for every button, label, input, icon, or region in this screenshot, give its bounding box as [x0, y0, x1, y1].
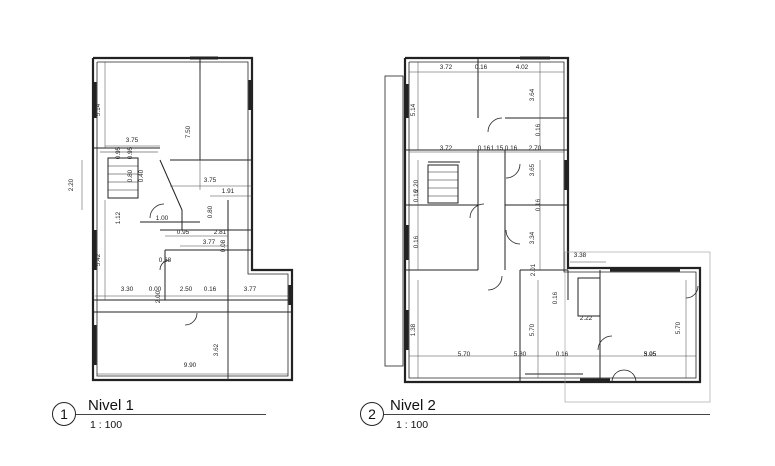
- dimension-label: 3.95: [644, 351, 657, 358]
- dimension-label: 3.38: [574, 252, 587, 259]
- dimension-label: 9.90: [184, 362, 197, 369]
- dimension-label: 2.20: [68, 178, 75, 191]
- dimension-label: 0.95: [177, 229, 190, 236]
- dimension-label: 2.70: [529, 145, 542, 152]
- dimension-label: 2.20: [413, 179, 420, 192]
- dimension-label: 0.16: [413, 235, 420, 248]
- view-number-tag: 2: [360, 402, 384, 426]
- dimension-label: 3.75: [126, 137, 139, 144]
- dimension-labels-nivel-1: 3.75 5.14 7.50 2.20 0.95 0.95 0.40 0.80 3.75 1.91…: [68, 103, 257, 369]
- dimension-label: 3.62: [213, 343, 220, 356]
- dimension-label: 3.75: [204, 177, 217, 184]
- dimension-label: 3.72: [440, 145, 453, 152]
- dimension-label: 0.16: [413, 189, 420, 202]
- floor-plan-nivel-1: [81, 56, 294, 382]
- dimension-label: 5.80: [514, 351, 527, 358]
- dimension-label: 0.16: [505, 145, 518, 152]
- dimension-label: 2.50: [180, 286, 193, 293]
- dimension-label: 4.02: [516, 64, 529, 71]
- dimension-label: 3.65: [529, 163, 536, 176]
- dimension-label: 1.38: [410, 323, 417, 336]
- dimension-label: 0.16: [556, 351, 569, 358]
- dimension-label: 0.40: [138, 169, 145, 182]
- dimension-label: 0.16: [552, 291, 559, 304]
- title-underline: [384, 414, 710, 415]
- view-title: Nivel 1: [88, 397, 134, 414]
- dimension-label: 0.95: [115, 146, 122, 159]
- dimension-label: 2.81: [214, 229, 227, 236]
- dimension-label: 5.14: [95, 103, 102, 116]
- dimension-label: 2.00: [155, 290, 162, 303]
- view-scale: 1 : 100: [396, 419, 429, 431]
- dimension-label: 3.77: [203, 239, 216, 246]
- dimension-label: 3.34: [529, 231, 536, 244]
- dimension-label: 1.15: [491, 145, 504, 152]
- view-title: Nivel 2: [390, 397, 436, 414]
- dimension-label: 0.08: [220, 239, 227, 252]
- dimension-label: 5.42: [95, 253, 102, 266]
- dimension-label: 0.80: [207, 205, 214, 218]
- dimension-label: 5.14: [410, 103, 417, 116]
- dimension-label: 1.91: [222, 188, 235, 195]
- dimension-label: 5.70: [529, 323, 536, 336]
- dimension-label: 0.16: [475, 64, 488, 71]
- dimension-label: 5.70: [458, 351, 471, 358]
- view-scale: 1 : 100: [90, 419, 123, 431]
- view-number-tag: 1: [52, 402, 76, 426]
- dimension-label: 0.68: [159, 257, 172, 264]
- dimension-label: 0.80: [127, 169, 134, 182]
- dimension-label: 2.01: [530, 263, 537, 276]
- dimension-label: 2.22: [580, 315, 593, 322]
- dimension-label: 7.50: [185, 125, 192, 138]
- floor-plan-nivel-2: [384, 56, 711, 403]
- dimension-label: 3.77: [244, 286, 257, 293]
- dimension-label: 1.12: [115, 211, 122, 224]
- title-underline: [76, 414, 266, 415]
- dimension-label: 3.64: [529, 88, 536, 101]
- dimension-label: 3.72: [440, 64, 453, 71]
- dimension-label: 0.00: [149, 286, 162, 293]
- dimension-label: 5.05: [644, 351, 657, 358]
- dimension-label: 5.70: [675, 321, 682, 334]
- dimension-label: 3.30: [121, 286, 134, 293]
- dimension-label: 1.00: [156, 215, 169, 222]
- dimension-label: 0.16: [478, 145, 491, 152]
- dimension-label: 0.16: [535, 198, 542, 211]
- dimension-label: 0.16: [204, 286, 217, 293]
- dimension-label: 0.16: [535, 123, 542, 136]
- dimension-label: 0.95: [127, 146, 134, 159]
